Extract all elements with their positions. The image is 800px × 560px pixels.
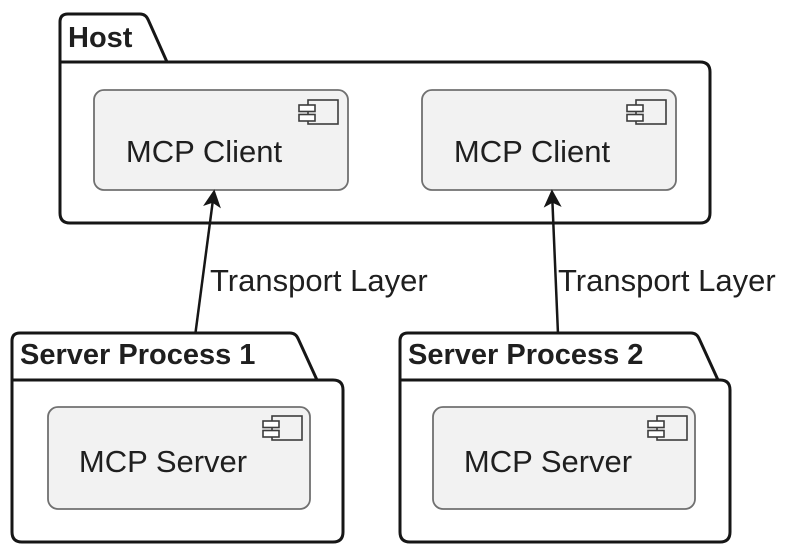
- host-package: Host MCP Client MCP Client: [58, 12, 712, 225]
- host-package-title: Host: [68, 22, 133, 54]
- server-process-2-package: Server Process 2 MCP Server: [398, 331, 732, 544]
- server-process-2-title: Server Process 2: [408, 339, 643, 371]
- mcp-server-1-component: MCP Server: [47, 406, 311, 510]
- uml-component-icon: [298, 99, 339, 125]
- server-process-1-tab: [10, 331, 319, 382]
- transport-layer-label-2: Transport Layer: [558, 263, 776, 298]
- uml-component-icon: [626, 99, 667, 125]
- mcp-server-2-component: MCP Server: [432, 406, 696, 510]
- mcp-client-1-box: [93, 89, 349, 191]
- server-process-2-tab: [398, 331, 720, 382]
- mcp-server-1-box: [47, 406, 311, 510]
- mcp-server-2-label: MCP Server: [464, 444, 632, 479]
- mcp-server-2-box: [432, 406, 696, 510]
- uml-component-icon: [647, 415, 688, 441]
- uml-component-icon: [262, 415, 303, 441]
- mcp-client-2-label: MCP Client: [454, 134, 611, 169]
- mcp-client-2-component: MCP Client: [421, 89, 677, 191]
- server-process-1-title: Server Process 1: [20, 339, 255, 371]
- server-process-1-package: Server Process 1 MCP Server: [10, 331, 345, 544]
- mcp-client-1-label: MCP Client: [126, 134, 283, 169]
- host-package-tab: [58, 12, 169, 64]
- transport-layer-label-1: Transport Layer: [210, 263, 428, 298]
- connection-2: Transport Layer: [543, 189, 776, 408]
- mcp-client-1-component: MCP Client: [93, 89, 349, 191]
- mcp-server-1-label: MCP Server: [79, 444, 247, 479]
